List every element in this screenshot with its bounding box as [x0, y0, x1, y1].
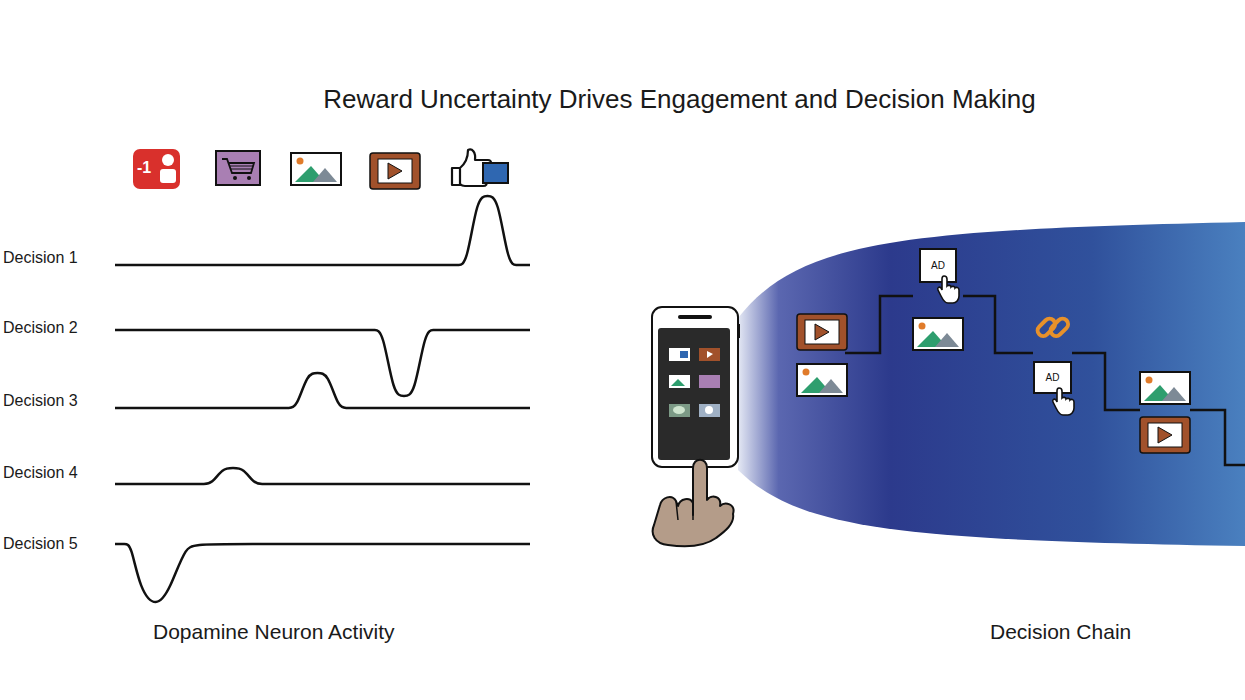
ad-box: AD [1033, 361, 1072, 394]
trace-line [115, 196, 530, 265]
trace-label: Decision 3 [3, 392, 78, 410]
ad-box: AD [919, 248, 957, 283]
trace-line [115, 468, 530, 484]
ad-text: AD [1046, 372, 1060, 384]
link-icon [1035, 316, 1070, 338]
icon-number: -1 [137, 159, 151, 177]
phone [652, 307, 740, 467]
trace-label: Decision 2 [3, 319, 78, 337]
trace-line [115, 544, 530, 602]
trace-label: Decision 4 [3, 464, 78, 482]
ad-text: AD [931, 260, 945, 272]
dopamine-traces [115, 196, 530, 602]
trace-line [115, 373, 530, 408]
trace-line [115, 330, 530, 396]
icon-row [133, 149, 508, 189]
trace-label: Decision 1 [3, 249, 78, 267]
panel-caption: Dopamine Neuron Activity [153, 620, 395, 644]
trace-label: Decision 5 [3, 535, 78, 553]
panel-caption: Decision Chain [990, 620, 1131, 644]
title: Reward Uncertainty Drives Engagement and… [0, 84, 1245, 115]
